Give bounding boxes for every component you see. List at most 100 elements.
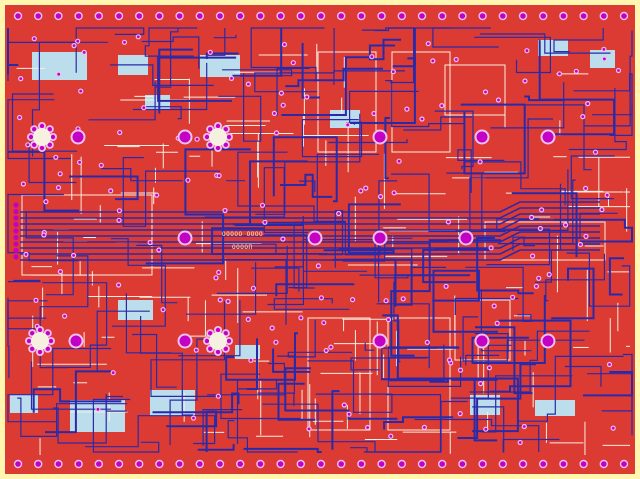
star-pad-hole [47, 142, 52, 147]
routed-trace [264, 234, 308, 289]
via-hole [564, 223, 567, 227]
routed-trace [469, 330, 590, 393]
edge-pad [520, 461, 526, 467]
via-hole [99, 163, 103, 167]
routed-trace [267, 180, 398, 306]
via-hole [275, 131, 278, 135]
edge-pad [338, 461, 345, 467]
star-pad-hole [39, 123, 45, 129]
via-hole [109, 189, 113, 193]
via-hole [54, 155, 58, 159]
routed-trace [512, 236, 526, 251]
via-hole [478, 160, 482, 164]
via-hole [530, 216, 533, 219]
routed-trace [8, 150, 79, 212]
routed-trace [432, 269, 498, 333]
via-hole [337, 212, 341, 215]
via-hole [584, 235, 588, 238]
edge-pad [419, 13, 425, 19]
large-pads [68, 129, 556, 349]
via-hole [586, 102, 590, 105]
via-hole [280, 91, 283, 95]
routed-trace [287, 319, 353, 358]
routed-trace [538, 39, 616, 136]
via-hole [611, 426, 615, 430]
large-pad [72, 131, 84, 143]
via-hole [58, 172, 62, 176]
via-hole [161, 308, 165, 311]
component-outline [454, 299, 511, 361]
routed-trace [476, 237, 534, 295]
via-hole [78, 160, 81, 164]
routed-trace [331, 390, 340, 450]
routed-trace [88, 81, 156, 121]
routed-trace [96, 310, 150, 371]
routed-trace [460, 103, 526, 175]
routed-trace [489, 319, 572, 393]
routed-trace [274, 215, 304, 268]
routed-trace [158, 48, 193, 114]
routed-trace [136, 244, 178, 304]
star-pad-hole [45, 331, 50, 336]
component-highlight [70, 400, 125, 432]
edge-pad [358, 461, 365, 467]
via-hole [218, 298, 222, 302]
routed-trace [8, 279, 41, 283]
via-hole [19, 77, 23, 80]
large-pad [374, 232, 386, 244]
via-hole [489, 246, 493, 250]
routed-trace [281, 56, 370, 116]
via-hole [261, 203, 264, 207]
via-hole [540, 208, 543, 212]
via-hole [117, 218, 121, 222]
star-pad-hole [223, 346, 228, 351]
routed-trace [92, 398, 160, 453]
via-hole [600, 208, 604, 212]
routed-trace [457, 149, 505, 193]
edge-pad [35, 13, 41, 19]
edge-pad [378, 461, 385, 467]
routed-trace [140, 316, 194, 416]
edge-pad [439, 13, 446, 19]
via-hole [226, 300, 230, 303]
star-pad-center [209, 128, 227, 146]
via-hole [72, 254, 75, 257]
routed-trace [361, 27, 451, 31]
star-pad-hole [215, 327, 221, 333]
via-hole [440, 104, 444, 107]
via-hole [448, 358, 451, 362]
via-hole [18, 116, 21, 119]
via-hole [305, 95, 309, 99]
routed-trace [414, 418, 540, 452]
edge-pad [580, 13, 587, 19]
via-hole [522, 425, 526, 428]
edge-pad [35, 461, 41, 467]
edge-pad [621, 13, 627, 19]
edge-pad [520, 13, 526, 19]
component-highlight [118, 300, 153, 320]
via-hole [518, 441, 522, 444]
edge-pad [459, 461, 466, 467]
large-pad [542, 335, 554, 347]
via-hole [426, 42, 430, 45]
star-pad-hole [215, 349, 221, 355]
component-highlight [145, 95, 170, 109]
routed-trace [227, 420, 298, 453]
routed-trace [213, 34, 237, 39]
routed-trace [132, 333, 177, 388]
edge-pad [257, 461, 264, 467]
routed-trace [210, 243, 328, 255]
edge-pad [540, 13, 546, 19]
via-hole [537, 276, 541, 280]
via-hole [217, 271, 221, 274]
large-pad [460, 232, 472, 244]
routed-trace [216, 245, 288, 294]
via-hole [263, 220, 267, 224]
via-hole [444, 284, 448, 288]
edge-pad [500, 13, 506, 19]
via-hole [123, 40, 126, 44]
routed-trace [53, 395, 123, 444]
star-pad-hole [30, 331, 35, 336]
via-hole [320, 296, 323, 300]
star-pad-hole [32, 127, 37, 132]
